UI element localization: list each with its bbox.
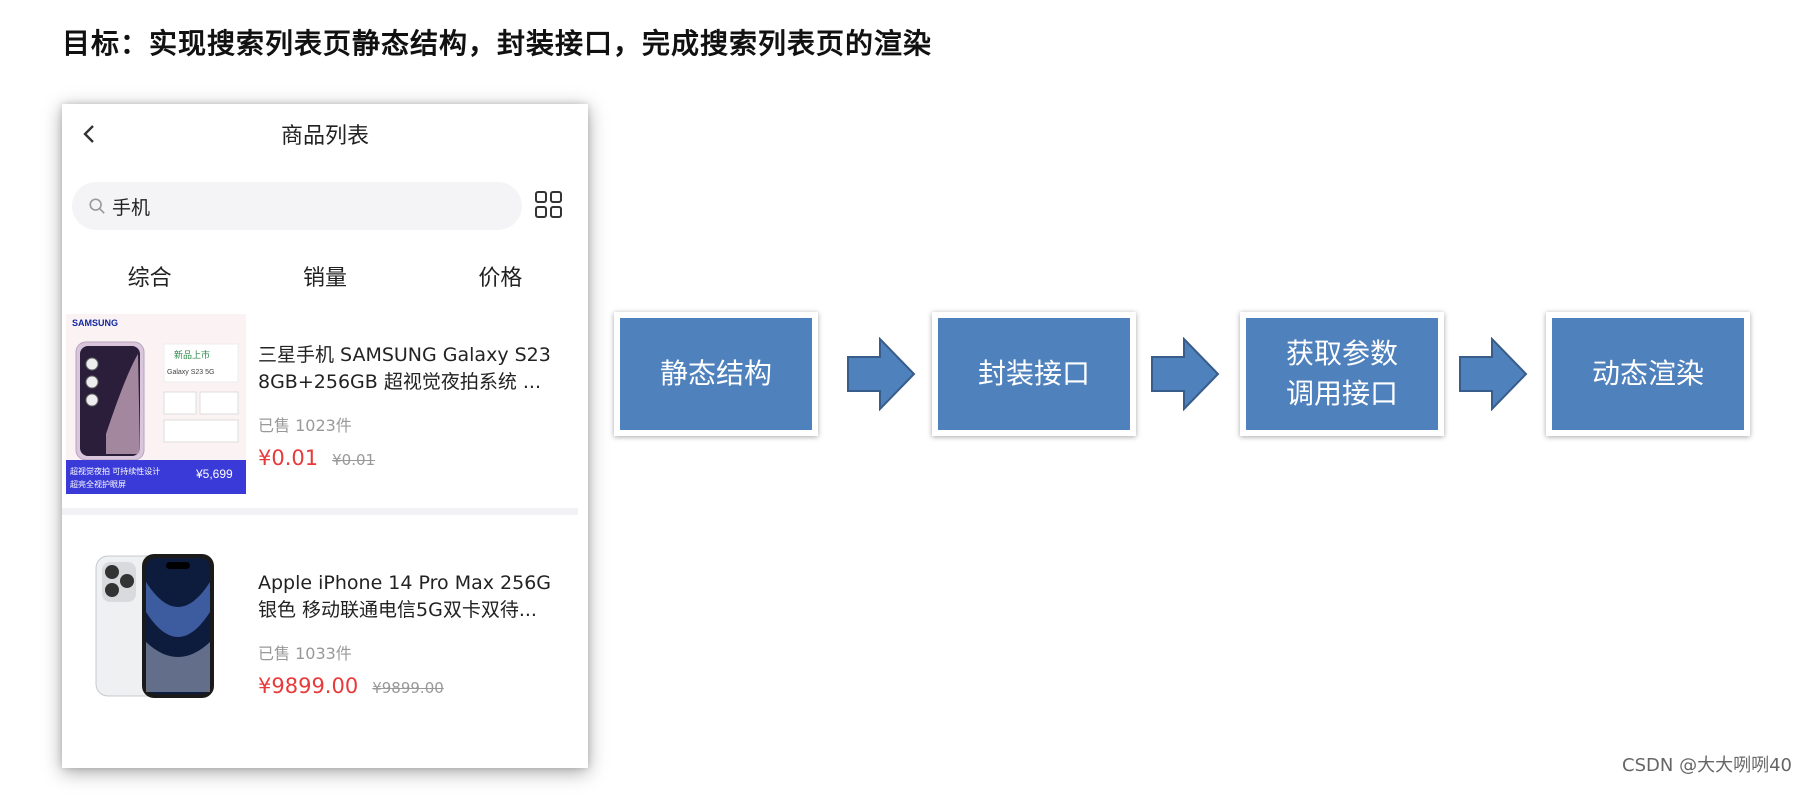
- list-divider: [62, 508, 578, 515]
- grid-icon[interactable]: [534, 190, 564, 220]
- search-input[interactable]: 手机: [72, 182, 522, 230]
- flow-step-label: 封装接口: [938, 318, 1130, 430]
- product-image-banner-text-2: 超亮全视护眼屏: [70, 479, 126, 489]
- product-sold-count: 已售 1023件: [258, 416, 352, 435]
- product-name-line-2: 银色 移动联通电信5G双卡双待...: [258, 599, 537, 621]
- flow-step-fetch-params: 获取参数 调用接口: [1240, 312, 1444, 436]
- product-image-banner-text-1: 超视觉夜拍 可持续性设计: [70, 466, 160, 476]
- product-item[interactable]: SAMSUNG 新品上市 Galaxy S23 5G 超视觉夜拍 可持续性设计 …: [62, 314, 588, 514]
- flow-step-wrap-api: 封装接口: [932, 312, 1136, 436]
- sort-tab-sales[interactable]: 销量: [302, 266, 347, 291]
- product-price: ¥0.01: [258, 446, 319, 470]
- right-arrow-icon: [1151, 337, 1220, 411]
- product-name: 三星手机 SAMSUNG Galaxy S23 8GB+256GB 超视觉夜拍系…: [258, 342, 558, 396]
- slide-title: 目标：实现搜索列表页静态结构，封装接口，完成搜索列表页的渲染: [62, 27, 933, 60]
- product-image: SAMSUNG 新品上市 Galaxy S23 5G 超视觉夜拍 可持续性设计 …: [66, 314, 246, 494]
- product-price: ¥9899.00: [258, 674, 359, 698]
- watermark: CSDN @大大咧咧40: [1622, 755, 1792, 776]
- product-name-line-1: 三星手机 SAMSUNG Galaxy S23: [258, 344, 551, 366]
- right-arrow-icon: [847, 337, 916, 411]
- phone-mockup: 商品列表 手机 综合 销量 价格 SAMSUNG: [62, 104, 588, 768]
- search-icon: [89, 198, 105, 214]
- chevron-left-icon: [83, 125, 94, 143]
- flow-step-dynamic-render: 动态渲染: [1546, 312, 1750, 436]
- product-price-row: ¥0.01 ¥0.01: [258, 446, 375, 470]
- product-image-badge-title: 新品上市: [174, 349, 210, 360]
- search-value: 手机: [112, 196, 151, 219]
- sort-tabs: 综合 销量 价格: [62, 260, 588, 296]
- flow-step-label: 获取参数 调用接口: [1246, 318, 1438, 430]
- product-original-price: ¥0.01: [332, 451, 376, 469]
- product-image: [66, 542, 246, 722]
- product-name-line-1: Apple iPhone 14 Pro Max 256G: [258, 572, 552, 594]
- right-arrow-icon: [1459, 337, 1528, 411]
- product-image-badge-model: Galaxy S23 5G: [167, 369, 214, 376]
- product-item[interactable]: Apple iPhone 14 Pro Max 256G 银色 移动联通电信5G…: [62, 542, 588, 742]
- back-button[interactable]: [78, 118, 102, 150]
- product-name: Apple iPhone 14 Pro Max 256G 银色 移动联通电信5G…: [258, 570, 558, 624]
- flow-step-label: 静态结构: [620, 318, 812, 430]
- product-image-brand: SAMSUNG: [72, 318, 118, 328]
- product-price-row: ¥9899.00 ¥9899.00: [258, 674, 444, 698]
- product-image-banner-price: ¥5,699: [195, 467, 233, 481]
- sort-tab-price[interactable]: 价格: [478, 266, 523, 291]
- product-original-price: ¥9899.00: [372, 679, 444, 697]
- sort-tab-comprehensive[interactable]: 综合: [127, 266, 172, 291]
- page-title: 商品列表: [280, 124, 369, 149]
- flow-step-static-structure: 静态结构: [614, 312, 818, 436]
- product-name-line-2: 8GB+256GB 超视觉夜拍系统 ...: [258, 371, 541, 393]
- flow-step-label: 动态渲染: [1552, 318, 1744, 430]
- product-sold-count: 已售 1033件: [258, 644, 352, 663]
